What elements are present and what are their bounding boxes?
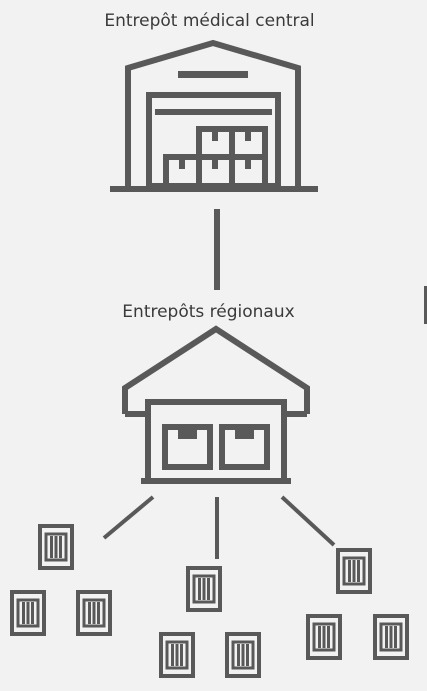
regional-warehouse-icon [122,325,310,484]
regional-warehouses-label: Entrepôts régionaux [122,302,295,322]
local-storage-icon-left [10,524,112,636]
edge-marker [424,286,427,324]
regional-to-right-connector [280,495,336,547]
central-warehouse-label: Entrepôt médical central [104,11,315,31]
regional-to-left-connector [102,495,155,540]
central-warehouse-icon [110,39,318,192]
local-storage-icon-center [159,566,261,678]
local-storage-icon-right [306,548,409,660]
